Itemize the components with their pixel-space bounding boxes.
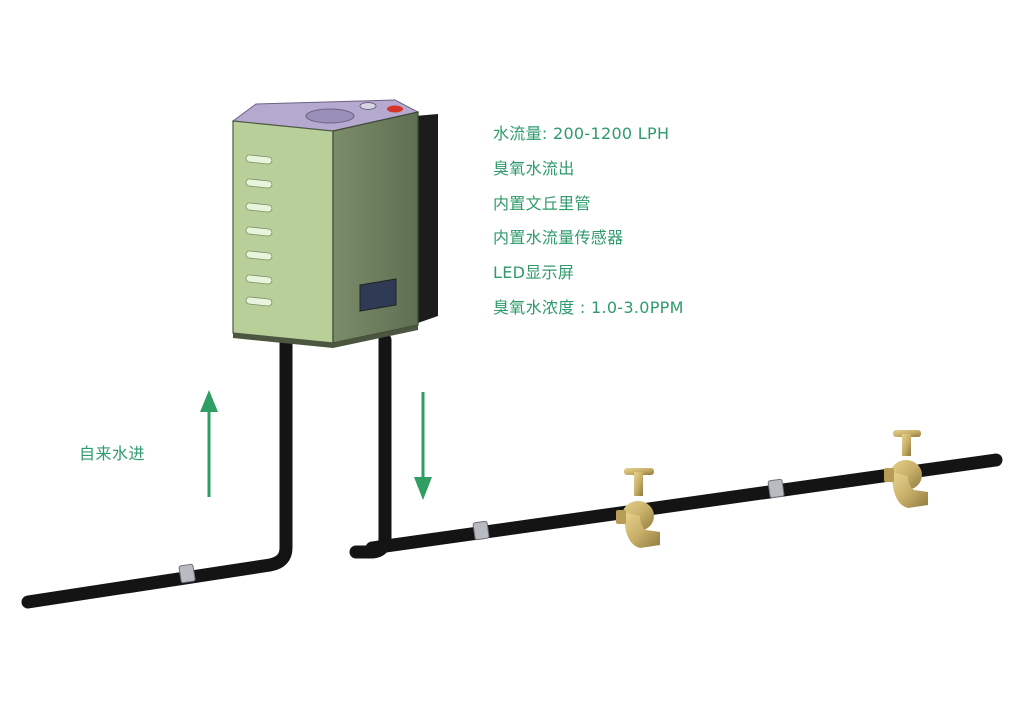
spec-ozone-water-outlet: 臭氧水流出 xyxy=(493,158,575,178)
inlet-pipe xyxy=(21,333,293,609)
outlet-pipe xyxy=(349,333,1003,559)
pipe-clamp xyxy=(472,520,490,541)
vent-slots xyxy=(245,154,273,307)
inlet-flow-arrow xyxy=(200,390,218,497)
outlet-flow-arrow xyxy=(414,392,432,500)
spec-flow-rate: 水流量: 200-1200 LPH xyxy=(493,124,670,143)
spec-ozone-concentration: 臭氧水浓度 : 1.0-3.0PPM xyxy=(493,297,684,317)
ozone-generator xyxy=(231,99,438,348)
spec-led-display: LED显示屏 xyxy=(493,263,575,283)
inlet-label: 自来水进 xyxy=(79,444,146,463)
pipe-clamp xyxy=(767,478,785,499)
pipe-clamp xyxy=(178,563,196,584)
faucet xyxy=(616,468,660,548)
spec-venturi: 内置文丘里管 xyxy=(493,193,591,213)
spec-flow-sensor: 内置水流量传感器 xyxy=(493,228,624,248)
spec-list: 水流量: 200-1200 LPH 臭氧水流出 内置文丘里管 内置水流量传感器 … xyxy=(493,122,684,331)
faucet xyxy=(884,430,928,508)
